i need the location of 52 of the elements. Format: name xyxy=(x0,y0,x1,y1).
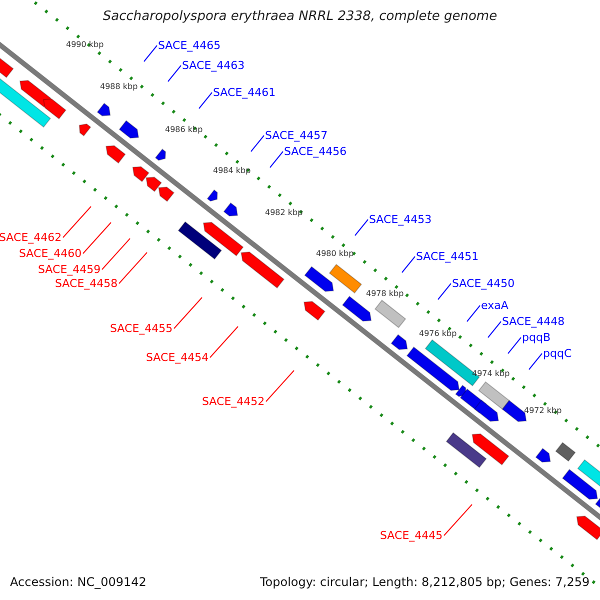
tick-label: 4972 kbp xyxy=(524,407,562,415)
gene-label: SACE_4463 xyxy=(182,60,245,71)
leader-line xyxy=(174,297,202,329)
leader-line xyxy=(198,92,212,109)
gene-label: SACE_4456 xyxy=(284,146,347,157)
gene-label: SACE_4460 xyxy=(19,248,82,259)
gene-label: SACE_4445 xyxy=(380,530,443,541)
tick-label: 4976 kbp xyxy=(419,330,457,338)
genome-summary: Topology: circular; Length: 8,212,805 bp; Genes: 7,259 xyxy=(260,576,590,588)
gene-label: SACE_4450 xyxy=(452,278,515,289)
leader-line xyxy=(402,256,416,273)
gene-label: SACE_4462 xyxy=(0,232,62,243)
gene-label: SACE_4455 xyxy=(110,323,173,334)
leader-line xyxy=(250,135,264,152)
leader-line xyxy=(102,238,130,270)
leader-line xyxy=(354,219,368,236)
gene-label: SACE_4459 xyxy=(38,264,101,275)
tick-label: 4980 kbp xyxy=(316,250,354,258)
leader-line xyxy=(444,504,472,536)
gene-label: exaA xyxy=(481,300,508,311)
title: Saccharopolyspora erythraea NRRL 2338, complete genome xyxy=(102,10,498,23)
tick-label: 4984 kbp xyxy=(213,167,251,175)
gene-label: SACE_4448 xyxy=(502,316,565,327)
leader-line xyxy=(82,222,112,254)
gene-label: pqqB xyxy=(522,332,550,343)
leader-line xyxy=(466,305,480,322)
gene-label: pqqC xyxy=(543,348,572,359)
leader-line xyxy=(438,283,452,300)
leader-line xyxy=(508,337,522,354)
gene-label: SACE_4461 xyxy=(213,87,276,98)
gene-label: SACE_4452 xyxy=(202,396,265,407)
tick-label: 4988 kbp xyxy=(100,83,138,91)
tick-label: 4986 kbp xyxy=(165,126,203,134)
accession-note: Accession: NC_009142 xyxy=(10,576,146,588)
tick-label: 4982 kbp xyxy=(265,209,303,217)
leader-line xyxy=(488,321,502,338)
leader-line xyxy=(270,151,284,168)
gene-label: SACE_4451 xyxy=(416,251,479,262)
gene-label: SACE_4453 xyxy=(369,214,432,225)
leader-line xyxy=(168,65,182,82)
leader-line xyxy=(528,353,542,370)
gene-label: SACE_4454 xyxy=(146,352,209,363)
gene-label: SACE_4458 xyxy=(55,278,118,289)
tick-label: 4990 kbp xyxy=(66,41,104,49)
leader-line xyxy=(210,326,238,358)
tick-label: 4978 kbp xyxy=(366,290,404,298)
gene-label: SACE_4465 xyxy=(158,40,221,51)
leader-line xyxy=(144,45,158,62)
leader-line xyxy=(118,252,148,284)
leader-line xyxy=(62,206,92,238)
gene-label: SACE_4457 xyxy=(265,130,328,141)
leader-line xyxy=(266,370,294,402)
